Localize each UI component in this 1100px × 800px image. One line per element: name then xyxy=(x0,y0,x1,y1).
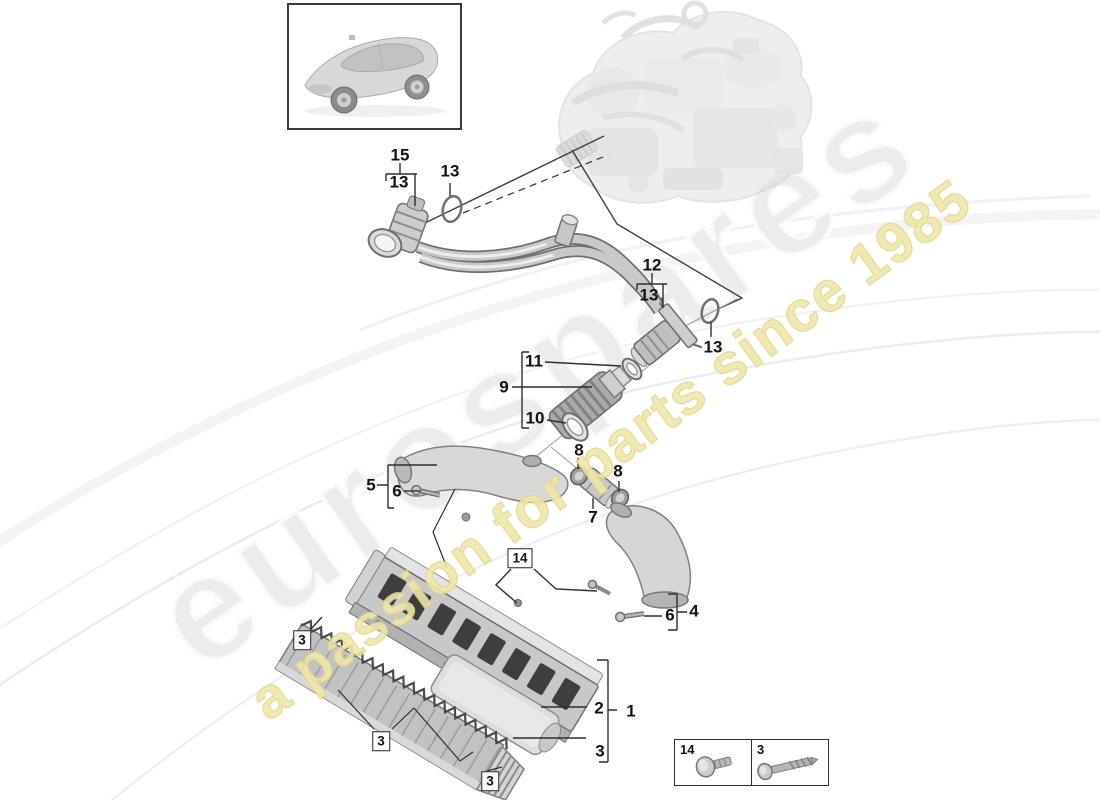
leader-lines-engine xyxy=(424,135,744,310)
callout-13-oring-valve[interactable]: 13 xyxy=(703,337,723,357)
intake-tube xyxy=(393,445,569,522)
callout-15[interactable]: 15 xyxy=(390,145,410,165)
callout-8-right[interactable]: 8 xyxy=(613,461,623,481)
callout-8-left[interactable]: 8 xyxy=(574,440,584,460)
callout-10[interactable]: 10 xyxy=(525,408,545,428)
callout-3-element[interactable]: 3 xyxy=(595,741,605,761)
callout-5[interactable]: 5 xyxy=(366,475,376,495)
callout-4[interactable]: 4 xyxy=(689,601,699,621)
brand-watermark-text: eurospares eurospares xyxy=(121,52,949,703)
callout-12[interactable]: 12 xyxy=(642,255,662,275)
callout-6-right[interactable]: 6 xyxy=(665,605,675,625)
callout-7[interactable]: 7 xyxy=(588,507,598,527)
swoosh-watermark xyxy=(0,194,1100,800)
callout-13-valve[interactable]: 13 xyxy=(639,285,659,305)
pan-head-screw-icon xyxy=(695,756,732,778)
callout-11[interactable]: 11 xyxy=(525,351,543,371)
callout-9[interactable]: 9 xyxy=(499,377,509,397)
legend-cell-3[interactable]: 3 xyxy=(751,740,828,785)
long-screw-icon xyxy=(757,756,819,781)
vehicle-thumbnail xyxy=(287,3,462,130)
callout-3-boxed-left[interactable]: 3 xyxy=(293,630,311,650)
washer-11 xyxy=(621,357,643,381)
svg-text:eurospares: eurospares xyxy=(123,54,947,701)
callout-2[interactable]: 2 xyxy=(594,698,604,718)
screw-6-left xyxy=(411,484,441,498)
callout-6-left[interactable]: 6 xyxy=(392,481,402,501)
o-ring-pipe xyxy=(441,194,463,224)
callout-leader-lines xyxy=(310,163,712,772)
breather-pipe xyxy=(367,195,665,315)
callout-3-boxed-mid[interactable]: 3 xyxy=(372,731,390,751)
housing-screw-dot xyxy=(514,599,522,607)
legend-ref-14: 14 xyxy=(680,742,695,757)
callout-13-pipe[interactable]: 13 xyxy=(389,172,409,192)
callout-14-boxed[interactable]: 14 xyxy=(507,548,533,568)
o-ring-valve xyxy=(700,297,720,325)
sealing-ring-10 xyxy=(561,412,589,442)
engine-illustration xyxy=(556,0,813,204)
legend-ref-3: 3 xyxy=(757,742,765,757)
callout-3-boxed-right[interactable]: 3 xyxy=(481,771,499,791)
screw-6-right xyxy=(614,611,645,623)
clamp-nut-left xyxy=(569,466,589,486)
screw-14 xyxy=(587,579,612,596)
porsche-panamera-car-icon xyxy=(304,35,445,117)
legend-cell-14[interactable]: 14 xyxy=(675,740,751,785)
callout-1[interactable]: 1 xyxy=(626,701,636,721)
fastener-legend-table: 14 3 xyxy=(674,739,829,786)
air-guide-duct xyxy=(605,502,692,609)
callout-13-oring-pipe[interactable]: 13 xyxy=(440,161,460,181)
filter-element xyxy=(274,619,525,800)
